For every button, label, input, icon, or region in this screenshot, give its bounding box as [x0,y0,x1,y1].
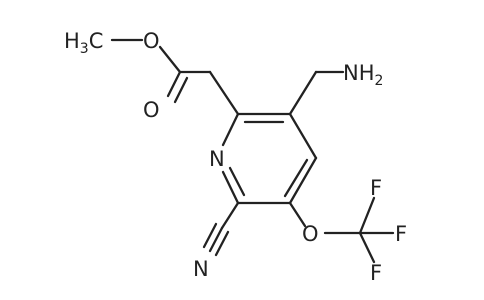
fluorine-1-label: F [370,176,382,200]
bond-c-f1 [358,196,376,235]
methyl-label: H3C [64,29,103,57]
bond-carbonyl-double-b [173,76,189,104]
bond-triple-a [202,222,218,249]
bond-ring-c3-c4 [288,112,318,160]
bond-o-carbonyl [158,45,182,74]
amine-label: NH2 [343,61,383,89]
bonds [110,38,395,264]
amine-nh: NH [343,61,375,85]
methyl-c: C [89,29,104,53]
carbonyl-oxygen-label: O [143,98,160,122]
atom-labels: H3C O O NH2 N N O F F F [64,29,407,285]
bond-c3-ch2 [288,70,318,116]
bond-ring-c6-n [221,170,240,205]
bond-triple-c [214,230,230,257]
methyl-h: H [64,29,80,53]
bond-ring-n-c2 [221,112,240,147]
nitrile-nitrogen-label: N [193,257,209,281]
bond-c5-o [288,201,307,228]
bond-ring-c4-c5-inner [283,158,309,198]
bond-ring-c6-n-inner [228,166,246,197]
bond-carbonyl-double-a [166,70,182,98]
bond-triple-b [208,226,224,253]
ether-oxygen-2-label: O [302,222,319,246]
fluorine-2-label: F [395,222,407,246]
bond-ring-c4-c5 [288,156,318,205]
amine-sub: 2 [375,73,384,89]
ether-oxygen-label: O [143,29,160,53]
fluorine-3-label: F [370,261,382,285]
bond-c6-cn [220,201,240,230]
methyl-sub: 3 [80,41,89,57]
bond-ch2-ring [208,70,240,116]
bond-c-f3 [358,231,376,264]
ring-nitrogen-label: N [209,147,225,171]
